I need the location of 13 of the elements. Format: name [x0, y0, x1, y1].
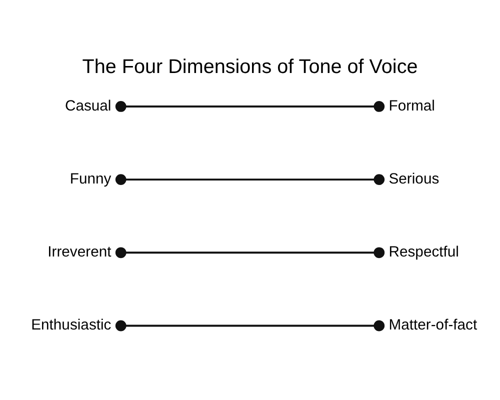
diagram-title: The Four Dimensions of Tone of Voice	[82, 56, 418, 78]
node-text: Serious	[388, 171, 440, 188]
connector	[115, 101, 385, 112]
node-text: Respectful	[388, 244, 459, 260]
node-text: Irreverent	[48, 244, 112, 260]
connector	[115, 320, 385, 332]
node-text: Enthusiastic	[31, 318, 112, 334]
node-text: Formal	[388, 98, 435, 114]
connector	[115, 247, 385, 258]
node-text: Funny	[70, 171, 112, 188]
node-text: Matter-of-fact	[388, 318, 478, 334]
node-text: Casual	[64, 98, 112, 114]
connector	[115, 174, 385, 186]
